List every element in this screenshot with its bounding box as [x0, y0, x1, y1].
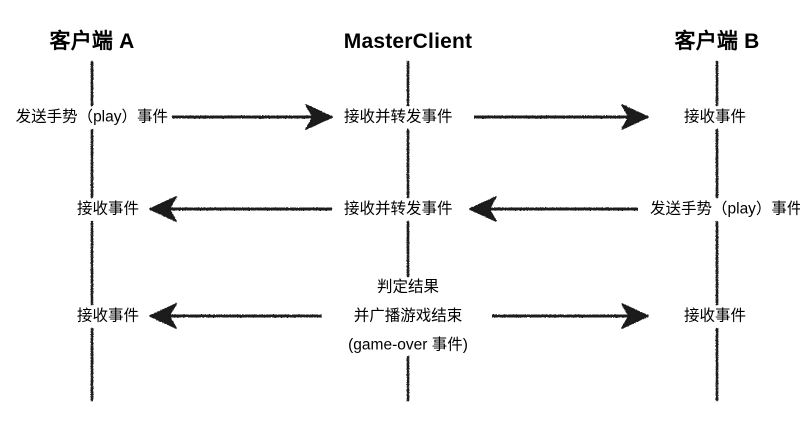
center-note-line-1: 判定结果	[376, 278, 439, 296]
message-label-msg-1-source: 发送手势（play）事件	[15, 108, 168, 126]
message-label-msg-2-target: 接收事件	[684, 108, 747, 126]
arrowhead-msg-3	[149, 196, 177, 222]
lifeline-header-client-a: 客户端 A	[49, 30, 135, 53]
lifeline-header-client-b: 客户端 B	[674, 30, 760, 53]
arrowhead-msg-5	[149, 303, 177, 329]
center-note-line-3: (game-over 事件)	[348, 336, 468, 354]
message-label-msg-6-target: 接收事件	[684, 307, 747, 325]
arrowhead-msg-6	[621, 303, 649, 329]
arrowhead-msg-4	[469, 196, 497, 222]
center-note-block: 判定结果 并广播游戏结束 (game-over 事件)	[348, 273, 468, 360]
message-label-msg-5-target: 接收事件	[76, 307, 139, 325]
lifeline-header-master-client: MasterClient	[343, 30, 473, 53]
message-label-msg-1-target: 接收并转发事件	[344, 108, 453, 126]
arrowhead-msg-2	[621, 104, 649, 130]
message-label-msg-3-target: 接收事件	[76, 200, 139, 218]
center-note-line-2: 并广播游戏结束	[353, 307, 463, 325]
message-label-msg-4-source: 发送手势（play）事件	[650, 200, 800, 218]
message-label-msg-3-source: 接收并转发事件	[344, 200, 453, 218]
arrowhead-msg-1	[305, 104, 333, 130]
